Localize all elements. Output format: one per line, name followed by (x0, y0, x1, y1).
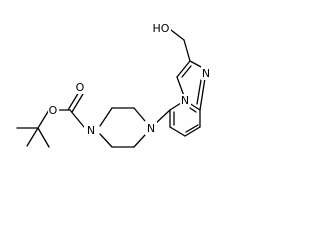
molecule-canvas: HO N N O O N N (16, 21, 212, 148)
atom-ester-oxygen: O (48, 103, 59, 117)
bond-ch2-oh (170, 29, 185, 41)
atom-bridgehead-n-label: N (181, 94, 189, 107)
atom-piperazine-n-carbamate-label: N (87, 124, 95, 137)
bond-pyr-3-inner (185, 124, 199, 133)
bond-pip-4 (133, 134, 146, 148)
bond-pip-1 (99, 107, 113, 127)
bond-pyr-5-inner (189, 107, 197, 113)
atom-imidazole-n: N (201, 66, 212, 80)
atom-piperazine-n-aryl-label: N (147, 122, 155, 135)
bond-imid-4-inner (196, 79, 202, 105)
bond-tbu-methyl-1 (26, 127, 39, 147)
atom-ester-oxygen-label: O (49, 104, 58, 117)
atom-imidazole-n-label: N (202, 67, 210, 80)
atom-piperazine-n-carbamate: N (84, 123, 98, 137)
bond-imid-1 (176, 76, 185, 97)
structure-diagram: HO N N O O N N (16, 21, 212, 148)
bond-pyr-2 (169, 126, 186, 137)
bond-pip-3 (133, 107, 146, 122)
bond-tbu-methyl-3 (37, 127, 50, 148)
bond-imid-2 (176, 60, 191, 78)
atom-hydroxyl: HO (151, 21, 171, 35)
bond-carbonyl-double-a (67, 91, 80, 111)
bond-pyr-3 (184, 126, 201, 137)
atom-carbonyl-oxygen-label: O (76, 81, 85, 94)
bond-n-aryl (154, 109, 171, 125)
bond-tbu-o (37, 109, 50, 129)
bond-ch2 (183, 39, 191, 62)
bond-imid-4 (199, 77, 206, 111)
bond-imid-3 (189, 60, 204, 69)
bond-pyr-6 (169, 102, 182, 111)
atom-bridgehead-n: N (180, 94, 191, 107)
atom-carbonyl-oxygen: O (75, 81, 86, 94)
bond-pip-6 (99, 133, 113, 148)
atom-piperazine-n-aryl: N (145, 121, 157, 135)
atom-hydroxyl-label: HO (153, 22, 170, 35)
bond-imid-2-inner (181, 65, 192, 78)
bond-carbonyl-n (69, 109, 85, 128)
bond-carbonyl-double-b (71, 93, 84, 113)
